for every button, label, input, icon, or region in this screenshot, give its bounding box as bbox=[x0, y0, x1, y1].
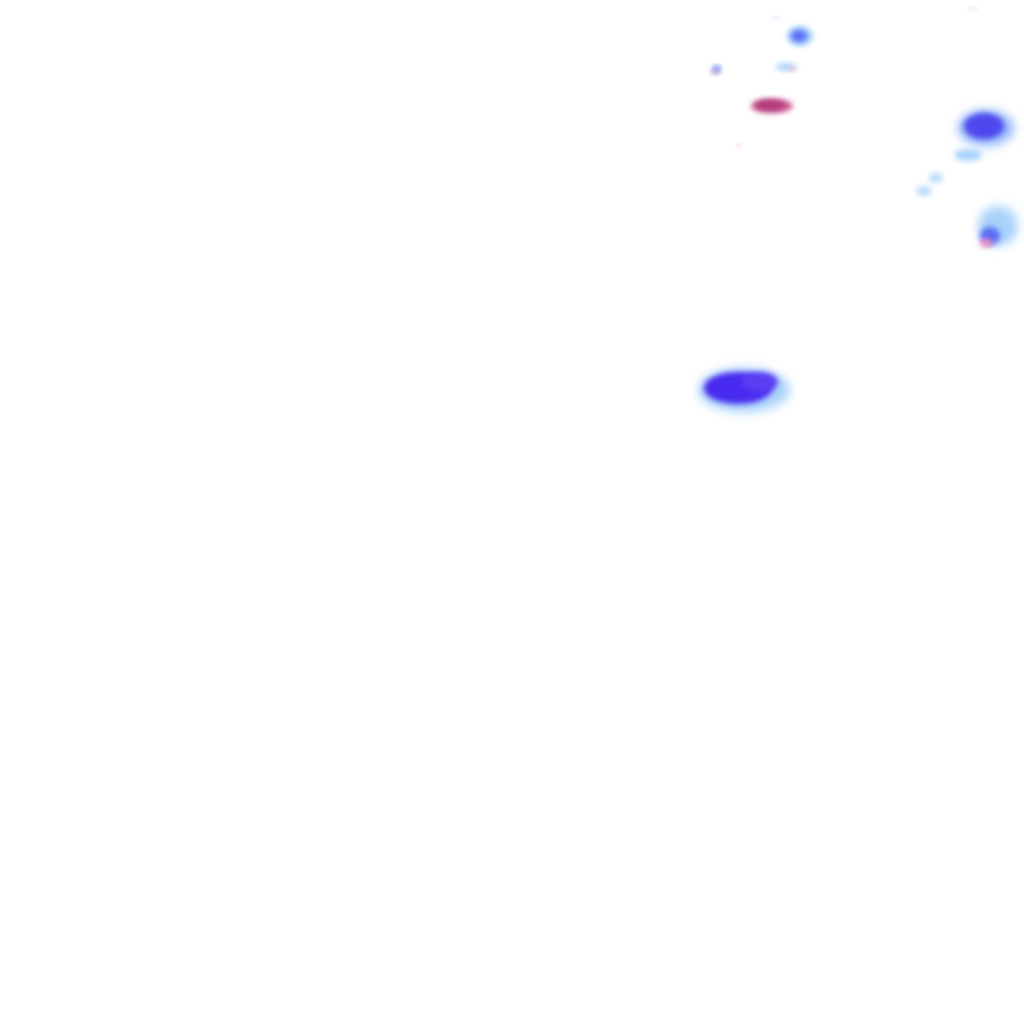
echo-cell-magenta bbox=[737, 99, 793, 147]
echo-fragment bbox=[789, 67, 797, 71]
echo-cell-east-lower bbox=[978, 206, 1018, 247]
echo-core bbox=[755, 100, 785, 110]
echo-fragment bbox=[929, 173, 943, 183]
echo-tail bbox=[954, 149, 982, 161]
echo-cell-north bbox=[711, 7, 977, 74]
echo-fragment bbox=[711, 70, 717, 74]
echo-fragment bbox=[737, 143, 741, 147]
echo-fragment bbox=[916, 186, 932, 196]
echo-core bbox=[791, 30, 807, 42]
echo-core bbox=[964, 113, 1004, 139]
echo-core bbox=[742, 372, 778, 392]
echo-cell-center bbox=[698, 368, 790, 412]
echo-cell-east bbox=[916, 110, 1014, 196]
echo-fragment bbox=[969, 7, 977, 11]
echo-hot-spot bbox=[980, 239, 992, 247]
echo-fragment bbox=[773, 16, 779, 20]
